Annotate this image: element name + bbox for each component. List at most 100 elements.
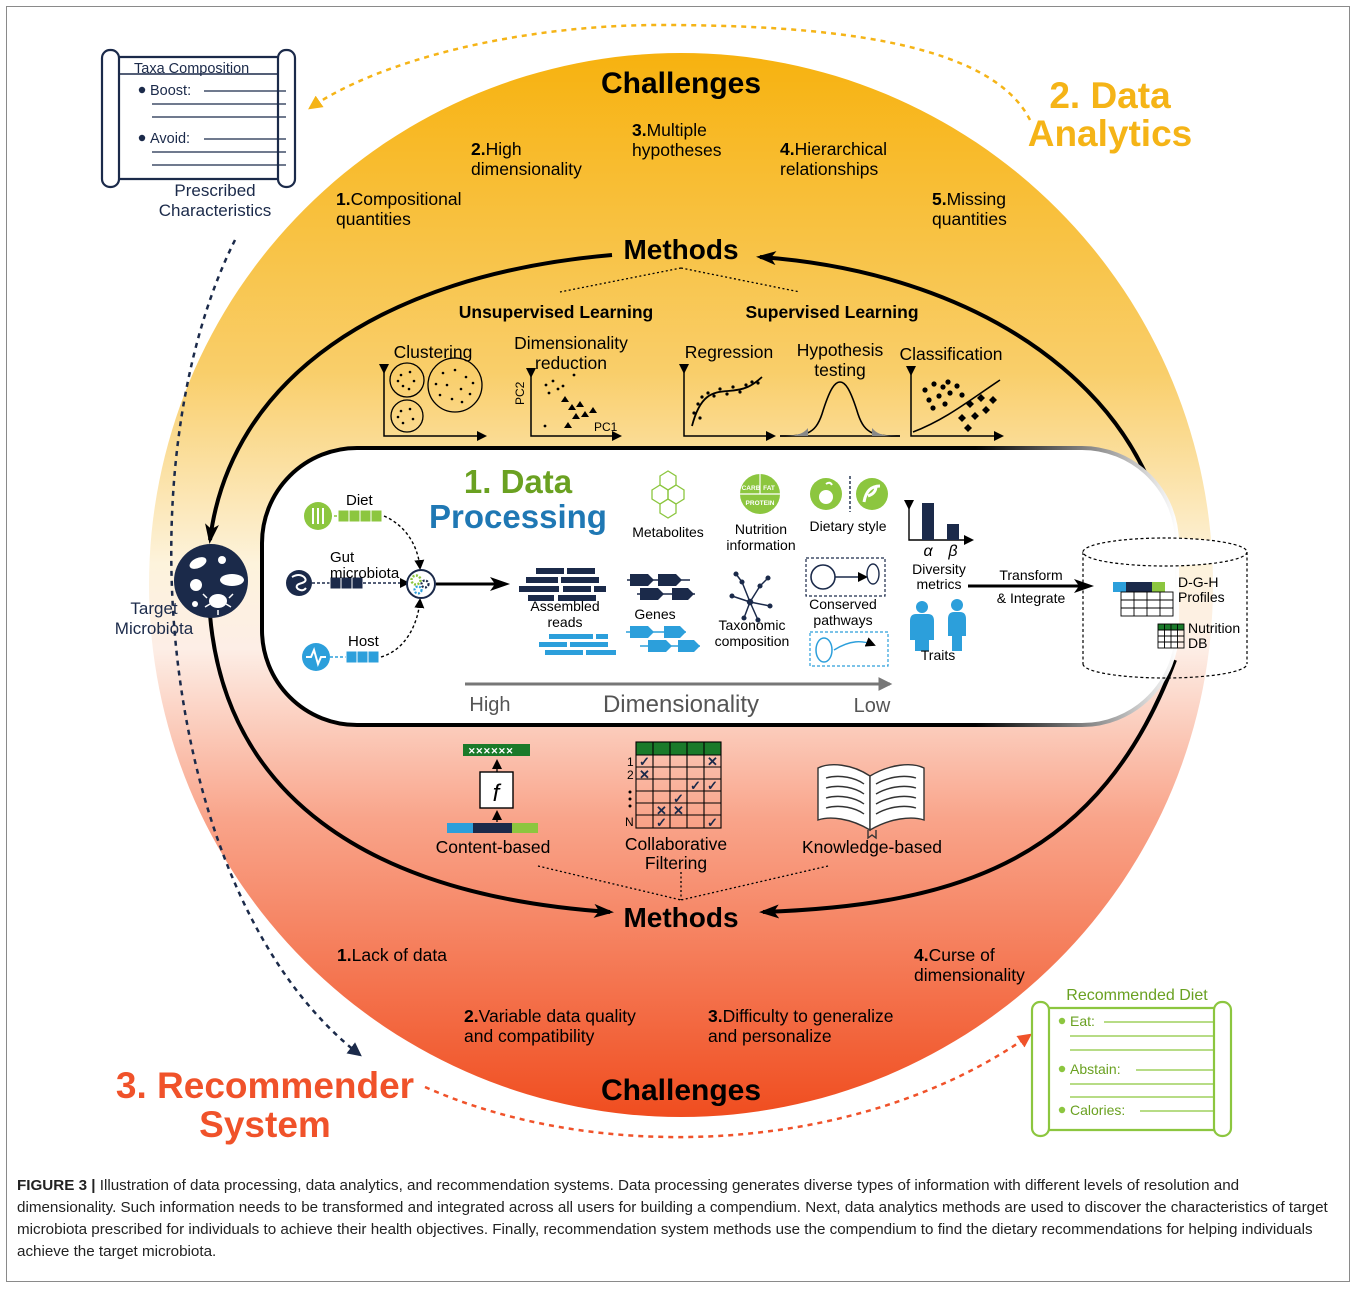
transform-label-line1: Transform (999, 567, 1062, 583)
collaborative-grid: ✓✕✕ ✓✓✓ ✕✕✓ ✓ 1 2 N (625, 741, 722, 830)
hypothesis-plot: Hypothesis testing (779, 340, 901, 437)
caption-label: FIGURE 3 | (17, 1177, 96, 1194)
row-1-label: 1 (627, 755, 634, 769)
taxa-composition-title: Taxa Composition (134, 61, 249, 77)
regression-plot: Regression (679, 342, 776, 441)
analytics-title-line1: 2. Data (1049, 75, 1171, 116)
nutrition-db-label-line2: DB (1188, 635, 1207, 651)
prescribed-scroll (100, 48, 297, 189)
taxonomic-icon (729, 571, 773, 623)
diversity-label-line2: metrics (916, 576, 961, 592)
prescribed-caption-line2: Characteristics (159, 201, 271, 220)
book-icon (817, 764, 925, 840)
diet-scroll (1030, 1000, 1233, 1138)
beta-label: β (947, 543, 957, 560)
recommender-to-diet-arrow (424, 1033, 1032, 1139)
conserved-pathways-icon (805, 557, 889, 667)
caption-text: Illustration of data processing, data an… (17, 1177, 1328, 1260)
fat-label: FAT (763, 485, 775, 492)
calories-label: Calories: (1070, 1102, 1125, 1118)
assembled-label-line1: Assembled (530, 598, 599, 614)
nutrition-db-label-line1: Nutrition (1188, 620, 1240, 636)
dimred-plot: Dimensionality reduction PC2 PC1 (513, 333, 628, 441)
supervised-label: Supervised Learning (745, 302, 918, 322)
svg-text:✕: ✕ (673, 803, 684, 818)
top-challenge-3-line2: hypotheses (632, 140, 722, 160)
top-challenge-list: 1.Compositional quantities 2.High dimens… (336, 120, 1007, 229)
row-2-label: 2 (627, 768, 634, 782)
input-diet: Diet (304, 492, 383, 530)
top-challenge-1: 1.Compositional (336, 189, 462, 209)
conserved-label-line1: Conserved (809, 596, 877, 612)
unsupervised-label: Unsupervised Learning (459, 302, 654, 322)
taxonomic-label-line1: Taxonomic (719, 617, 786, 633)
metabolites-label: Metabolites (632, 524, 704, 540)
svg-text:✓: ✓ (673, 791, 684, 806)
transform-label-line2: & Integrate (997, 590, 1066, 606)
database-cylinder (1082, 537, 1248, 679)
diet-to-gear-arrow (383, 515, 425, 570)
recommender-title-line2: System (199, 1104, 331, 1145)
dimred-label-line1: Dimensionality (514, 333, 628, 353)
diet-title: Recommended Diet (1066, 987, 1208, 1004)
svg-text:✕: ✕ (707, 754, 718, 769)
abstain-label: Abstain: (1070, 1061, 1121, 1077)
prescribed-caption-line1: Prescribed (174, 181, 255, 200)
input-gut: Gut microbiota (286, 549, 410, 596)
analytics-methods-title: Methods (623, 234, 738, 265)
svg-text:✕: ✕ (639, 767, 650, 782)
microbiota-icon (174, 544, 248, 618)
top-challenge-4-line2: relationships (780, 159, 878, 179)
host-to-gear-arrow (380, 598, 425, 658)
bottom-challenge-1: 1.Lack of data (337, 945, 447, 965)
dietary-style-icon (810, 476, 888, 512)
hypothesis-label-line1: Hypothesis (797, 340, 884, 360)
dgh-label-line1: D-G-H (1178, 574, 1218, 590)
host-label: Host (348, 633, 380, 650)
diversity-label-line1: Diversity (912, 561, 966, 577)
hypothesis-label-line2: testing (814, 360, 866, 380)
traits-icon (910, 599, 966, 651)
eat-label: Eat: (1070, 1013, 1095, 1029)
gear-icon (406, 569, 436, 599)
dimred-label-line2: reduction (535, 353, 607, 373)
gut-label-line1: Gut (330, 549, 355, 566)
assembled-label-line2: reads (547, 614, 582, 630)
recommender-methods-title: Methods (623, 902, 738, 933)
svg-text:✕: ✕ (656, 803, 667, 818)
svg-text:✓: ✓ (707, 778, 718, 793)
assembled-reads-icon (519, 568, 616, 655)
bottom-challenge-list: 1.Lack of data 2.Variable data quality a… (337, 945, 1025, 1046)
avoid-label: Avoid: (150, 131, 190, 147)
scroll-to-target-arrow (170, 239, 362, 1057)
analytics-title-line2: Analytics (1028, 113, 1193, 154)
bottom-challenge-4: 4.Curse of (914, 945, 995, 965)
clustering-plot: Clustering (379, 342, 487, 441)
conserved-label-line2: pathways (813, 612, 872, 628)
classification-label: Classification (899, 344, 1002, 364)
pc1-label: PC1 (594, 420, 618, 434)
dietary-style-label: Dietary style (809, 518, 886, 534)
top-challenge-3: 3.Multiple (632, 120, 707, 140)
methods-loop-right-bottom (759, 659, 1177, 919)
traits-label: Traits (921, 647, 955, 663)
content-based-label: Content-based (436, 837, 551, 857)
svg-text:✓: ✓ (639, 754, 650, 769)
svg-text:✓: ✓ (707, 815, 718, 830)
knowledge-based-label: Knowledge-based (802, 837, 942, 857)
figure-caption: FIGURE 3 | Illustration of data processi… (17, 1175, 1339, 1263)
genes-icon (626, 574, 700, 652)
f-label: f (493, 780, 502, 807)
recommender-branch-lines (537, 865, 829, 901)
collaborative-label-line2: Filtering (645, 853, 707, 873)
nutrition-label-line1: Nutrition (735, 521, 787, 537)
classification-plot: Classification (899, 344, 1004, 441)
clustering-label: Clustering (394, 342, 473, 362)
nutrition-label-line2: information (726, 537, 795, 553)
regression-label: Regression (685, 342, 774, 362)
alpha-label: α (923, 543, 933, 560)
bottom-challenge-4-line2: dimensionality (914, 965, 1025, 985)
processing-title-line2: Processing (429, 498, 607, 535)
collaborative-label-line1: Collaborative (625, 834, 727, 854)
